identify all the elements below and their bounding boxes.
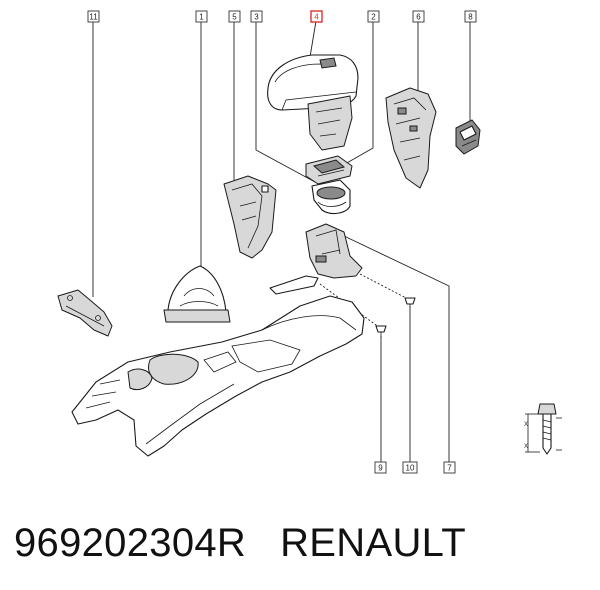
brand-name: RENAULT [280, 520, 466, 565]
callout-label: 9 [378, 463, 383, 472]
part-number: 969202304R [14, 520, 247, 565]
leader-4 [309, 20, 317, 58]
callout-8: 8 [464, 10, 477, 23]
screw-legend: X X [524, 403, 562, 455]
callout-11: 11 [87, 10, 100, 23]
callout-2: 2 [367, 10, 380, 23]
callout-label: 2 [371, 12, 376, 21]
leader-2 [344, 21, 374, 165]
part-2-switch-panel [305, 155, 353, 185]
callout-label: 8 [468, 12, 473, 21]
exploded-parts-diagram: 11 1 5 3 4 2 6 8 9 10 7 [57, 10, 562, 474]
part-caption: 969202304R RENAULT [14, 515, 466, 571]
callout-label: 6 [416, 12, 421, 21]
part-6-side-trim [385, 87, 437, 189]
leader-7 [343, 235, 450, 462]
part-7-support [269, 223, 363, 295]
callout-label: 1 [199, 12, 204, 21]
part-1-gear-boot [163, 265, 231, 323]
callout-label: 7 [447, 463, 452, 472]
callout-6: 6 [412, 10, 425, 23]
callout-4: 4 [310, 10, 323, 23]
callout-label: 10 [406, 463, 415, 472]
part-5-bracket [223, 175, 277, 259]
leader-dash-10 [359, 273, 411, 301]
callout-label: 3 [254, 12, 259, 21]
callout-7: 7 [443, 461, 456, 474]
callout-label: 11 [89, 12, 98, 21]
callout-label: 5 [232, 12, 237, 21]
center-console-body [71, 295, 365, 457]
legend-y-mark: X [524, 444, 528, 450]
part-4-armrest [267, 54, 359, 151]
callout-9: 9 [374, 461, 387, 474]
part-11-bracket [57, 289, 113, 337]
part-9-clip [375, 325, 387, 338]
callout-5: 5 [228, 10, 241, 23]
part-10-clip [404, 297, 416, 308]
leader-lines [92, 20, 471, 462]
callout-1: 1 [195, 10, 208, 23]
leader-3 [255, 21, 316, 183]
callout-label: 4 [314, 12, 319, 21]
callout-10: 10 [402, 461, 418, 474]
legend-x-mark: X [524, 422, 528, 428]
part-8-switch [455, 119, 481, 155]
callout-3: 3 [250, 10, 263, 23]
part-3-cup-holder [311, 179, 351, 215]
